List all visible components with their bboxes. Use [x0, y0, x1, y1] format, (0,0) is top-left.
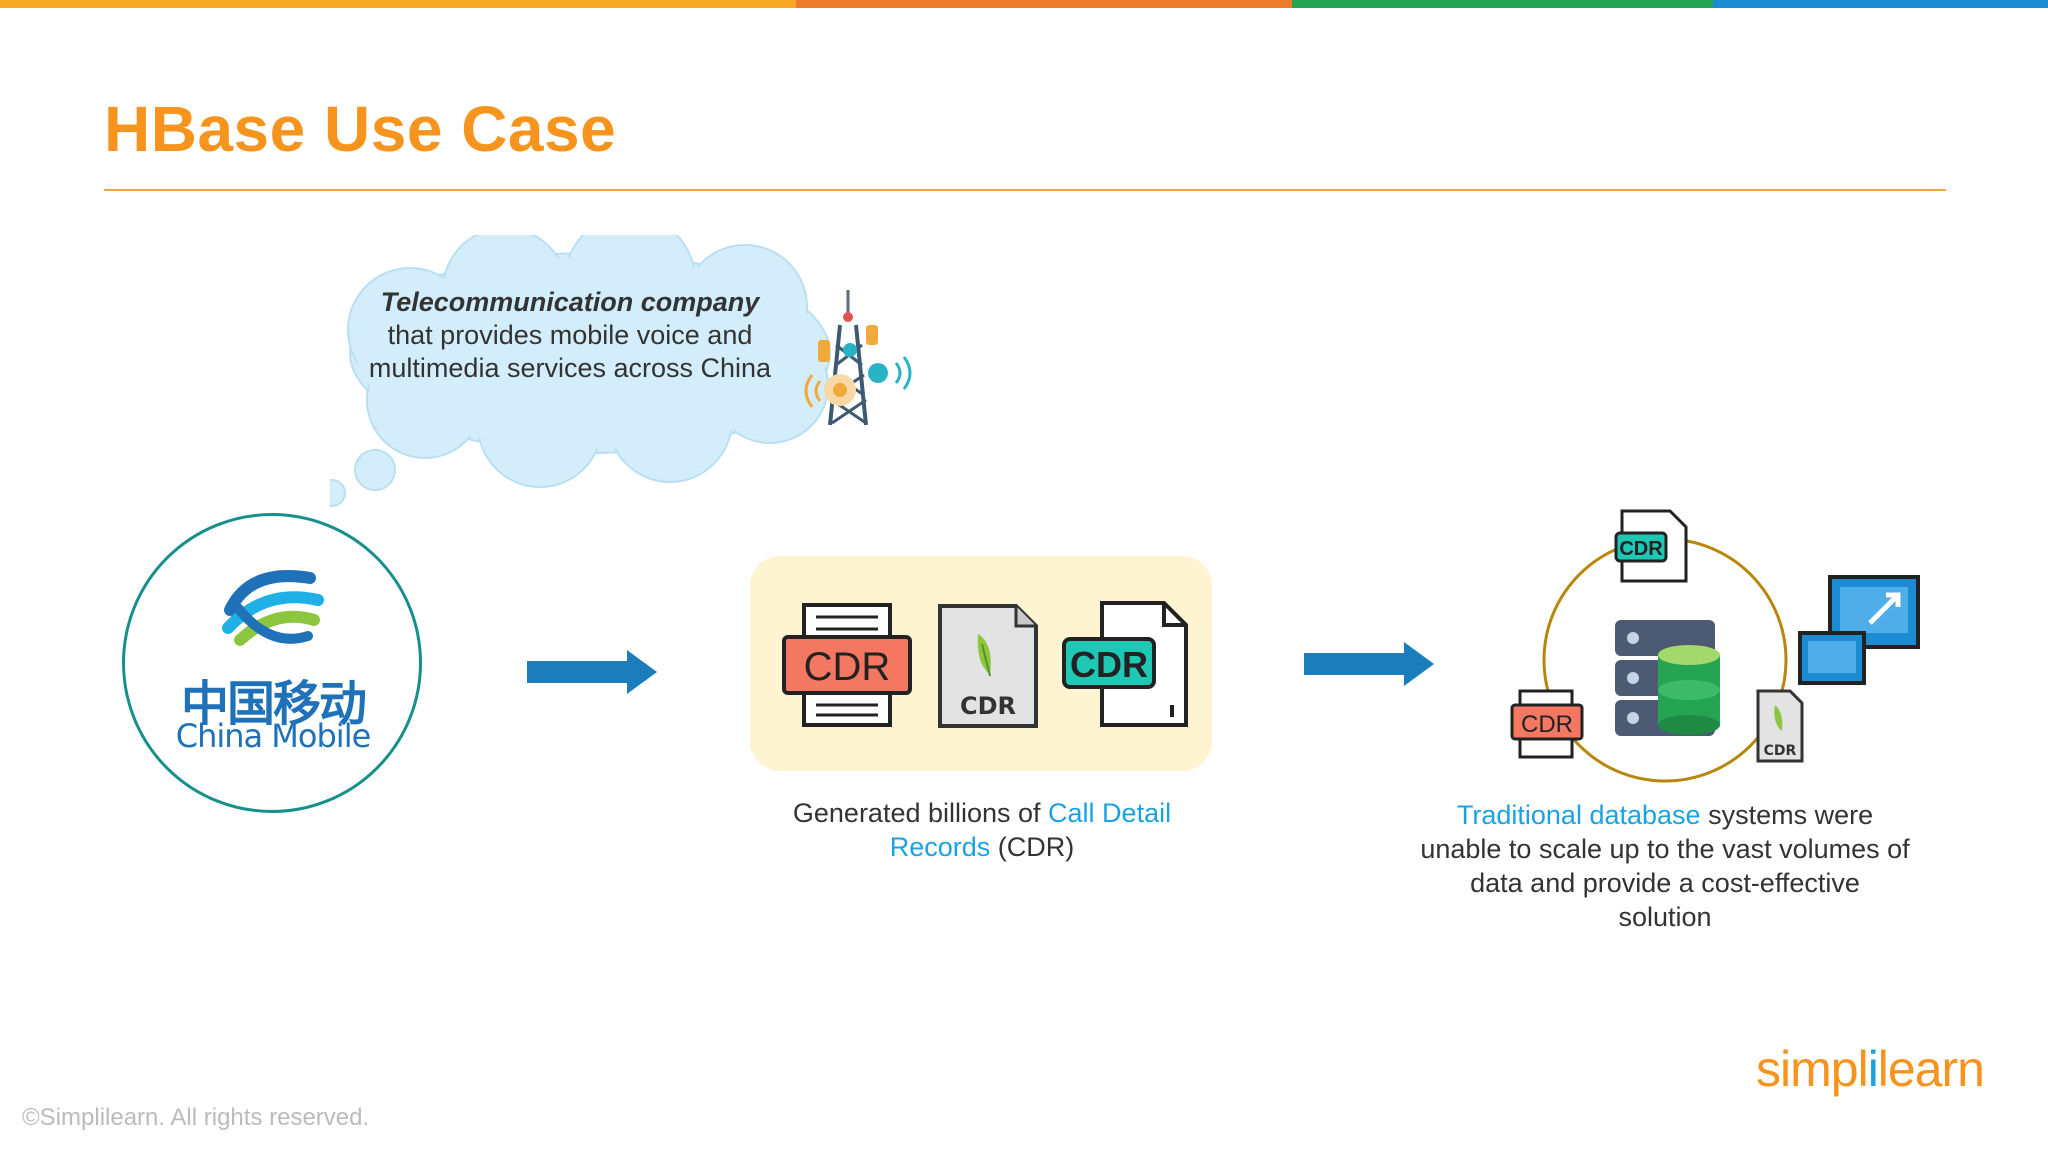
- step3-caption-rest: systems were unable to scale up to the v…: [1420, 800, 1910, 932]
- thought-bubble-body: that provides mobile voice and multimedi…: [368, 320, 772, 383]
- step3-caption-highlight: Traditional database: [1456, 800, 1701, 830]
- cdr-printer-icon: CDR: [782, 603, 912, 727]
- slide-title: HBase Use Case: [104, 93, 617, 165]
- right-arrow-icon: [1304, 642, 1434, 686]
- step2-caption-prefix: Generated billions of: [792, 798, 1049, 828]
- cdr-document-icon: CDR: [938, 604, 1038, 728]
- brand-part3: learn: [1877, 1041, 1985, 1097]
- top-bar-green: [1292, 0, 1713, 8]
- cdr-file-label: CDR: [1070, 644, 1148, 685]
- svg-text:CDR: CDR: [1521, 711, 1573, 738]
- monitor-icon: [1798, 575, 1920, 685]
- china-mobile-logo-icon: [222, 570, 324, 646]
- step2-caption-suffix: (CDR): [990, 832, 1075, 862]
- cdr-document-label: CDR: [960, 692, 1016, 720]
- top-bar-blue: [1713, 0, 2048, 8]
- svg-text:CDR: CDR: [1619, 538, 1663, 560]
- step3-caption: Traditional database systems were unable…: [1420, 798, 1910, 934]
- brand-part2: i: [1867, 1041, 1879, 1097]
- top-bar-orange: [0, 0, 796, 8]
- thought-bubble-icon: [330, 235, 831, 507]
- top-bar-darkorange: [796, 0, 1292, 8]
- svg-text:CDR: CDR: [1764, 743, 1797, 759]
- cdr-icon: CDR: [1614, 509, 1688, 583]
- cdr-file-icon: CDR: [1062, 601, 1188, 727]
- thought-bubble-text: Telecommunication company that provides …: [360, 286, 780, 385]
- step2-caption-highlight: Call Detail Records: [889, 798, 1172, 862]
- company-logo-circle: [122, 513, 422, 813]
- database-cluster-icon: CDR CDR CDR: [1510, 509, 1920, 783]
- copyright-text: ©Simplilearn. All rights reserved.: [22, 1104, 370, 1131]
- thought-bubble-emphasis: Telecommunication company: [380, 287, 760, 317]
- database-icon: [1658, 645, 1720, 735]
- step2-caption: Generated billions of Call Detail Record…: [792, 796, 1172, 864]
- logo-english-name: China Mobile: [175, 717, 372, 755]
- right-arrow-icon: [527, 650, 657, 694]
- cdr-printer-label: CDR: [804, 645, 891, 689]
- logo-chinese-name: 中国移动: [180, 676, 367, 732]
- title-divider: [104, 189, 1946, 191]
- top-color-bar: [0, 0, 2048, 8]
- cell-tower-icon: [804, 290, 912, 426]
- brand-logo: simplilearn: [1756, 1040, 1985, 1098]
- brand-part1: simpl: [1756, 1041, 1869, 1097]
